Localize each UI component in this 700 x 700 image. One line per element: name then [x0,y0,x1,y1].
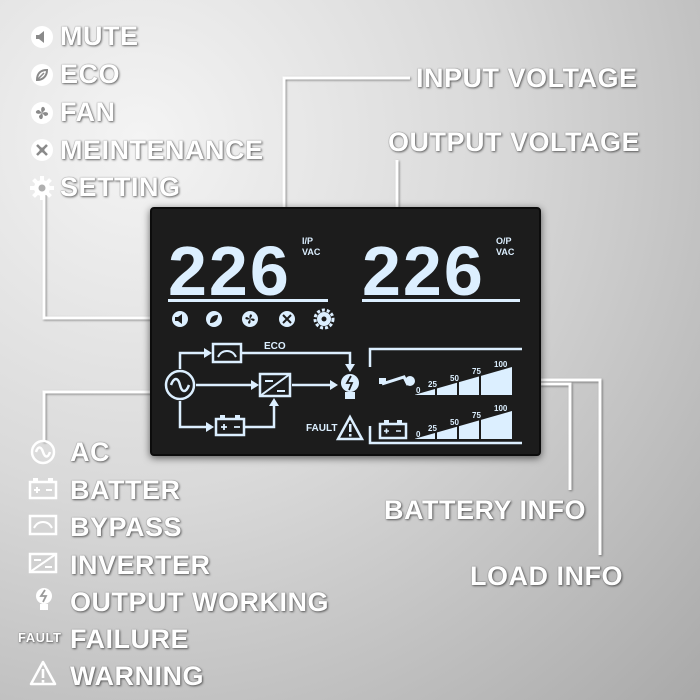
power-flow-diagram [178,351,352,429]
up-arrow [269,398,279,406]
lcd-mute-icon [172,311,188,327]
lcd-setting-icon [313,308,335,330]
lcd-battery-icon [214,415,246,437]
lcd-fan-icon [242,311,258,327]
load-scale-25: 25 [428,380,437,389]
output-voltage-readout: 226 [362,232,485,310]
eco-path-line-2 [242,351,352,366]
input-voltage-label: INPUT VOLTAGE [416,63,638,93]
gear-icon [30,176,54,200]
battery-meter-icon [378,420,408,440]
input-unit-top: I/P [302,236,313,246]
bulb-icon [36,588,52,610]
ac-icon [30,439,56,465]
lcd-eco-label: ECO [264,341,286,352]
input-underline [168,299,328,302]
eco-arrow [345,364,355,372]
inverter-label: INVERTER [70,550,211,580]
lcd-display: 226 I/P VAC 226 O/P VAC [164,232,522,445]
main-arrow [251,380,259,390]
eco-label: ECO [60,59,121,89]
battery-scale-50: 50 [450,418,459,427]
setting-callout-line [42,190,158,320]
lcd-fault-label: FAULT [306,423,337,434]
battery-label: BATTER [70,475,181,505]
input-unit-bottom: VAC [302,247,321,257]
load-info-label: LOAD INFO [470,561,623,591]
bypass-icon [28,514,58,536]
load-icon [379,375,415,386]
input-voltage-callout-line [282,76,410,228]
battery-bar [414,411,512,439]
bypass-label: BYPASS [70,512,183,542]
battery-meter: 0 25 50 75 100 [378,404,512,440]
status-icon-row [172,308,335,330]
output-voltage-label: OUTPUT VOLTAGE [388,127,640,157]
ac-callout-line [42,390,160,442]
battery-scale-100: 100 [494,404,508,413]
lcd-warning-icon [335,414,365,441]
bypass-arrow [204,348,212,358]
load-scale-0: 0 [416,386,421,395]
output-arrow [330,380,338,390]
battery-up-line [244,403,276,429]
warning-icon [29,660,57,686]
battery-path-line [178,401,210,429]
battery-arrow [206,422,214,432]
leaf-icon [31,64,53,86]
output-unit-top: O/P [496,236,512,246]
load-meter: 0 25 50 75 100 [379,360,512,395]
lcd-screen: 226 I/P VAC 226 O/P VAC [150,207,541,456]
lcd-maintenance-icon [279,311,295,327]
lcd-eco-icon [206,311,222,327]
maintenance-icon [31,139,53,161]
lcd-ac-icon [164,369,196,401]
output-working-label: OUTPUT WORKING [70,587,329,617]
output-underline [362,299,520,302]
lcd-bulb-icon [341,374,359,399]
load-bar [414,367,512,395]
load-scale-50: 50 [450,374,459,383]
input-voltage-readout: 226 [168,232,291,310]
fault-text-icon: FAULT [18,630,62,645]
fan-icon [31,102,53,124]
inverter-icon [28,552,58,574]
lcd-inverter-icon [258,372,292,398]
load-scale-100: 100 [494,360,508,369]
lcd-bypass-icon [211,342,243,364]
setting-label: SETTING [60,172,181,202]
failure-label: FAILURE [70,624,190,654]
info-bracket [368,347,522,367]
output-unit-bottom: VAC [496,247,515,257]
battery-scale-75: 75 [472,411,481,420]
battery-icon [28,478,58,500]
ac-label: AC [70,437,110,467]
fan-label: FAN [60,97,116,127]
info-bracket-bottom [368,426,522,445]
mute-icon [31,26,53,48]
battery-info-label: BATTERY INFO [384,495,587,525]
battery-scale-25: 25 [428,424,437,433]
mute-label: MUTE [60,21,139,51]
warning-label: WARNING [70,661,204,691]
load-scale-75: 75 [472,367,481,376]
eco-path-line [178,351,207,369]
maintenance-label: MEINTENANCE [60,135,264,165]
battery-scale-0: 0 [416,430,421,439]
